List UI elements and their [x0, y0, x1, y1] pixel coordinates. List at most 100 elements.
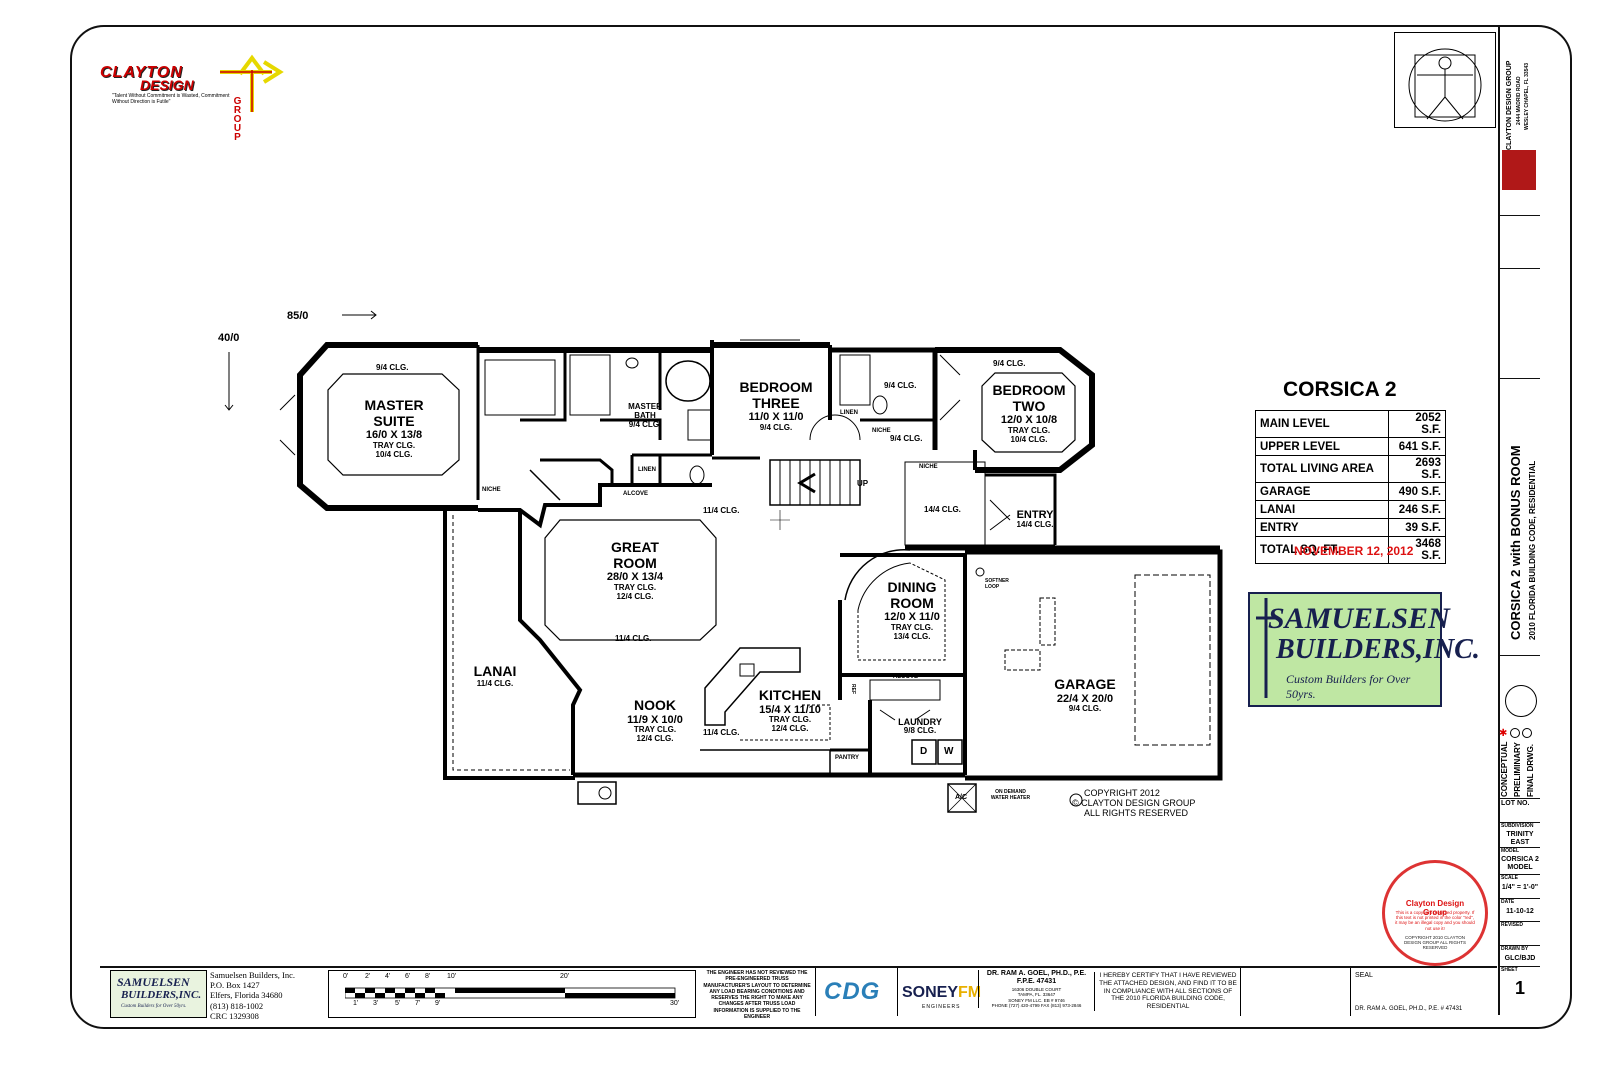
hall-ceiling: 11/4 CLG.: [703, 506, 740, 515]
foyer-ceiling: 14/4 CLG.: [924, 505, 961, 514]
bedroom-two-ceiling: 9/4 CLG.: [993, 359, 1026, 368]
kitchen-ceiling: 11/4 CLG.: [703, 728, 740, 737]
company-address: 2444 MADRID ROAD: [1516, 76, 1522, 125]
scale-tick: 20': [560, 973, 570, 980]
kitchen-label: KITCHEN 15/4 X 11/10 TRAY CLG. 12/4 CLG.: [758, 687, 822, 733]
linen-label: LINEN: [638, 467, 656, 473]
scale-tick: 2': [365, 973, 371, 980]
titleblock-line: [1500, 215, 1540, 216]
niche-label: NICHE: [919, 464, 938, 470]
niche-label: NICHE: [482, 487, 501, 493]
dining-room-label: DINING ROOM 12/0 X 11/0 TRAY CLG. 13/4 C…: [884, 579, 940, 641]
scale-tick: 4': [385, 973, 391, 980]
stage-preliminary: PRELIMINARY: [1513, 742, 1522, 797]
titleblock-line: [1500, 268, 1540, 269]
titleblock-line: [1500, 822, 1540, 823]
sheet-number: 1: [1514, 978, 1525, 998]
clayton-arrow-icon: [220, 54, 284, 112]
stage-conceptual: CONCEPTUAL: [1500, 741, 1509, 797]
titleblock-line: [1500, 966, 1540, 967]
sheet-label: SHEET: [1501, 967, 1518, 973]
group-word: GROUP: [232, 96, 243, 141]
stage-circle-icon: [1510, 728, 1520, 738]
linen-label: LINEN: [840, 410, 858, 416]
alcove-label: ALCOVE: [893, 674, 919, 680]
clayton-tagline: "Talent Without Commitment is Wasted, Co…: [112, 93, 230, 105]
bedroom-two-label: BEDROOM TWO 12/0 X 10/8 TRAY CLG. 10/4 C…: [992, 382, 1066, 444]
date-value: 11-10-12: [1506, 908, 1534, 915]
titleblock-line: [1500, 847, 1540, 848]
nook-label: NOOK 11/9 X 10/0 TRAY CLG. 12/4 CLG.: [627, 697, 683, 743]
garage-label: GARAGE 22/4 X 20/0 9/4 CLG.: [1054, 676, 1116, 713]
stage-circle-icon: [1522, 728, 1532, 738]
cdg-logo-text: CDG: [824, 978, 881, 1005]
lanai-label: LANAI 11/4 CLG.: [473, 663, 517, 688]
engineer-info: DR. RAM A. GOEL, PH.D., P.E. F.P.E. 4743…: [978, 970, 1094, 1009]
scale-tick: 0': [343, 973, 349, 980]
project-title: CORSICA 2 with BONUS ROOM: [1508, 445, 1523, 640]
drawn-by-value: GLC/BJD: [1504, 955, 1536, 962]
titleblock-line: [1500, 655, 1540, 656]
pantry-label: PANTRY: [835, 755, 859, 761]
bottom-strip-line: [100, 966, 1497, 968]
scale-label: SCALE: [1501, 875, 1518, 881]
master-bath-label: MASTER BATH 9/4 CLG.: [628, 402, 662, 429]
model-label: MODEL: [1501, 848, 1520, 854]
right-arrow-icon: [342, 310, 377, 320]
softner-loop-label: SOFTNER LOOP: [985, 578, 1009, 590]
titleblock-line: [1500, 874, 1540, 875]
master-suite-label: MASTER SUITE 16/0 X 13/8 TRAY CLG. 10/4 …: [364, 397, 424, 459]
refrigerator-label: REF: [850, 684, 856, 694]
cdg-logo: [1502, 150, 1536, 190]
scale-tick: 7': [415, 1000, 421, 1007]
seal-icon: [1505, 685, 1537, 717]
copyright-icon: ©: [1072, 797, 1079, 808]
ac-label: A/C: [955, 794, 968, 801]
stage-final: FINAL DRWG.: [1526, 743, 1535, 797]
water-heater-label: ON DEMAND WATER HEATER: [990, 789, 1031, 801]
titleblock-line: [1500, 945, 1540, 946]
stage-marker-icon: ✱: [1499, 728, 1508, 739]
scale-value: 1/4" = 1'-0": [1501, 884, 1539, 891]
seal-box: SEAL DR. RAM A. GOEL, PH.D., P.E. # 4743…: [1350, 968, 1496, 1016]
builder-address: Samuelsen Builders, Inc. P.O. Box 1427 E…: [210, 970, 295, 1021]
subdivision-label: SUBDIVISION: [1501, 823, 1534, 829]
company-name: CLAYTON DESIGN GROUP: [1506, 60, 1513, 150]
design-word: DESIGN: [140, 77, 194, 93]
certification-text: I HEREBY CERTIFY THAT I HAVE REVIEWED TH…: [1094, 972, 1239, 1011]
master-ceiling: 9/4 CLG.: [376, 363, 409, 372]
plan-date: NOVEMBER 12, 2012: [1294, 544, 1414, 558]
cross-icon: [1256, 598, 1276, 698]
seal-box-left: [1240, 968, 1349, 1016]
entry-label: ENTRY 14/4 CLG.: [1016, 509, 1054, 530]
scale-tick: 5': [395, 1000, 401, 1007]
date-label: DATE: [1501, 899, 1515, 905]
building-code: 2010 FLORIDA BUILDING CODE, RESIDENTIAL: [1528, 460, 1537, 640]
scale-tick: 3': [373, 1000, 379, 1007]
scale-tick: 10': [447, 973, 457, 980]
engineer-note: THE ENGINEER HAS NOT REVIEWED THE PRE-EN…: [703, 970, 811, 1020]
dryer-label: D: [920, 746, 928, 757]
vitruvian-man-icon: [1408, 48, 1482, 122]
model-value: CORSICA 2 MODEL: [1501, 856, 1539, 872]
samuelsen-mini-logo: SAMUELSEN BUILDERS,INC. Custom Builders …: [110, 970, 207, 1018]
scale-tick: 6': [405, 973, 411, 980]
vitruvian-logo: [1394, 32, 1496, 128]
stair-up-label: UP: [857, 479, 869, 488]
scale-tick: 30': [670, 1000, 680, 1007]
down-arrow-icon: [224, 352, 234, 411]
great-room-ceiling: 11/4 CLG.: [615, 634, 652, 643]
washer-label: W: [944, 746, 954, 757]
hall-ceiling-2: 9/4 CLG.: [890, 434, 923, 443]
copyright-note: COPYRIGHT 2012 © CLAYTON DESIGN GROUP AL…: [1072, 788, 1196, 818]
drawn-by-label: DRAWN BY: [1501, 946, 1529, 952]
graphic-scale: [328, 970, 696, 1018]
lot-label: LOT NO.: [1501, 800, 1530, 807]
bath-ceiling: 9/4 CLG.: [884, 381, 917, 390]
copyright-stamp: Clayton Design Group This is a copyright…: [1382, 860, 1488, 966]
